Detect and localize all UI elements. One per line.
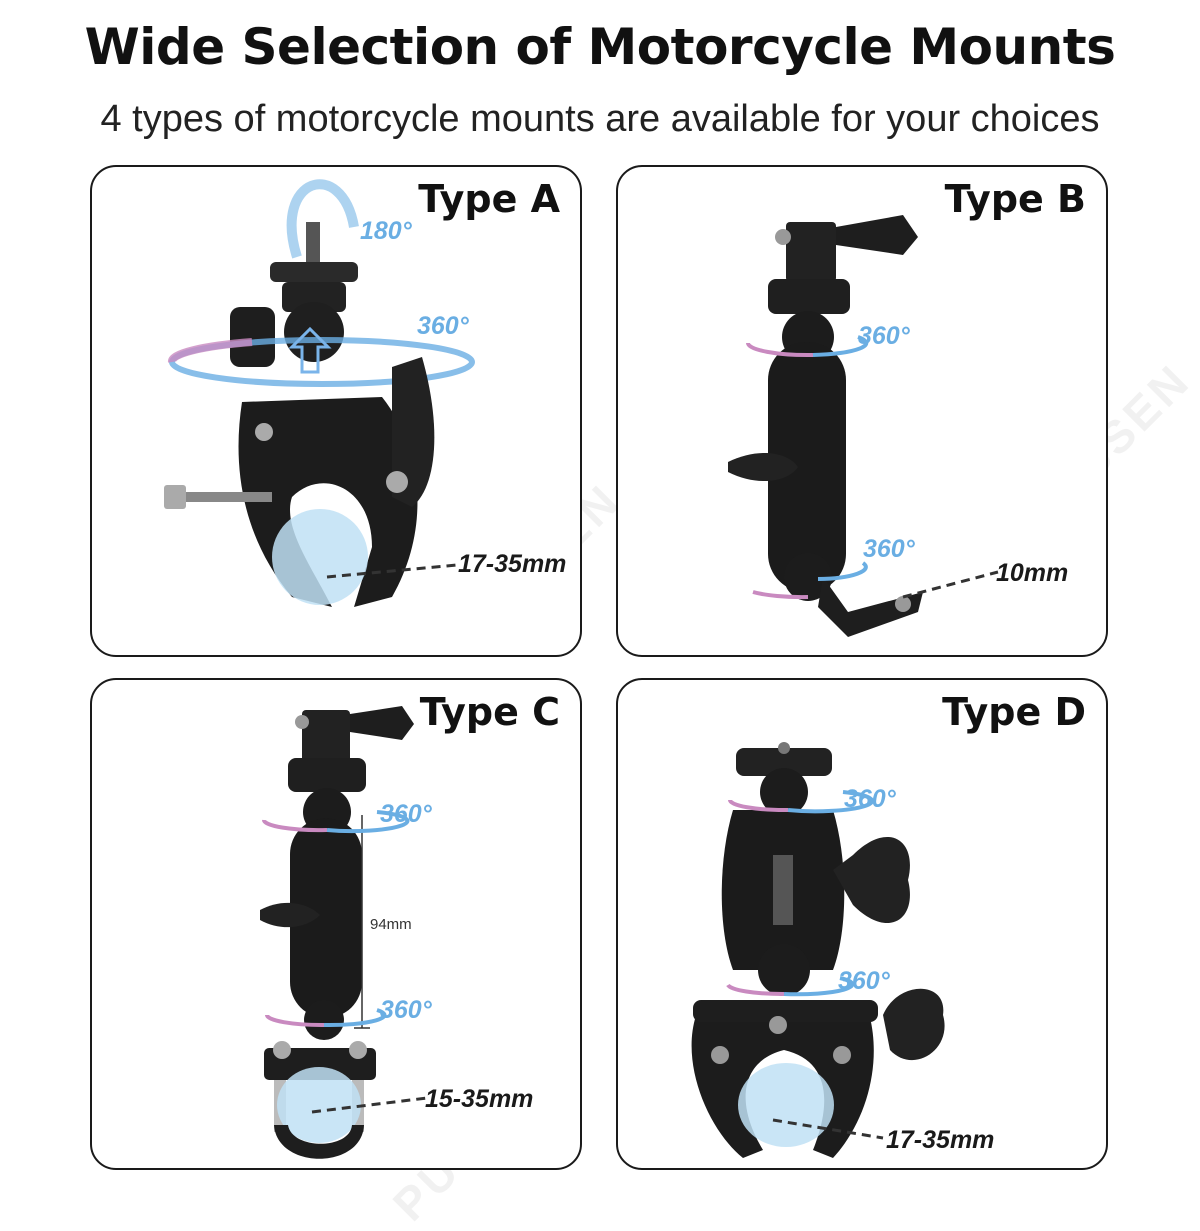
mount-card-type-b: Type B 360° 360° 10mm <box>616 165 1108 657</box>
rotation-label: 180° <box>360 217 412 245</box>
rotation-label: 360° <box>863 535 915 563</box>
mount-card-type-a: Type A 180° 360° 17-35mm <box>90 165 582 657</box>
rotation-label: 360° <box>858 322 910 350</box>
arm-length-label: 94mm <box>370 916 412 933</box>
type-label: Type A <box>418 177 560 221</box>
rotation-label: 360° <box>417 312 469 340</box>
mount-card-type-c: Type C 360° 94mm 360° 15-35mm <box>90 678 582 1170</box>
type-label: Type D <box>942 690 1086 734</box>
ball-arm-mount-illustration <box>728 215 999 637</box>
type-label: Type C <box>419 690 560 734</box>
dimension-label: 17-35mm <box>458 550 567 578</box>
rotation-label: 360° <box>380 800 432 828</box>
rotation-label: 360° <box>844 785 896 813</box>
u-bolt-mount-illustration <box>260 706 428 1159</box>
dimension-label: 17-35mm <box>886 1126 995 1154</box>
page-subtitle: 4 types of motorcycle mounts are availab… <box>100 98 1100 140</box>
page-title: Wide Selection of Motorcycle Mounts <box>84 18 1116 76</box>
type-label: Type B <box>944 177 1086 221</box>
dimension-label: 15-35mm <box>425 1085 534 1113</box>
clamp-mount-illustration <box>164 179 475 607</box>
rotation-label: 360° <box>838 967 890 995</box>
mount-card-type-d: Type D 360° 360° 17-35mm <box>616 678 1108 1170</box>
rotation-label: 360° <box>380 996 432 1024</box>
double-ball-clamp-illustration <box>691 742 945 1158</box>
dimension-label: 10mm <box>996 559 1069 587</box>
